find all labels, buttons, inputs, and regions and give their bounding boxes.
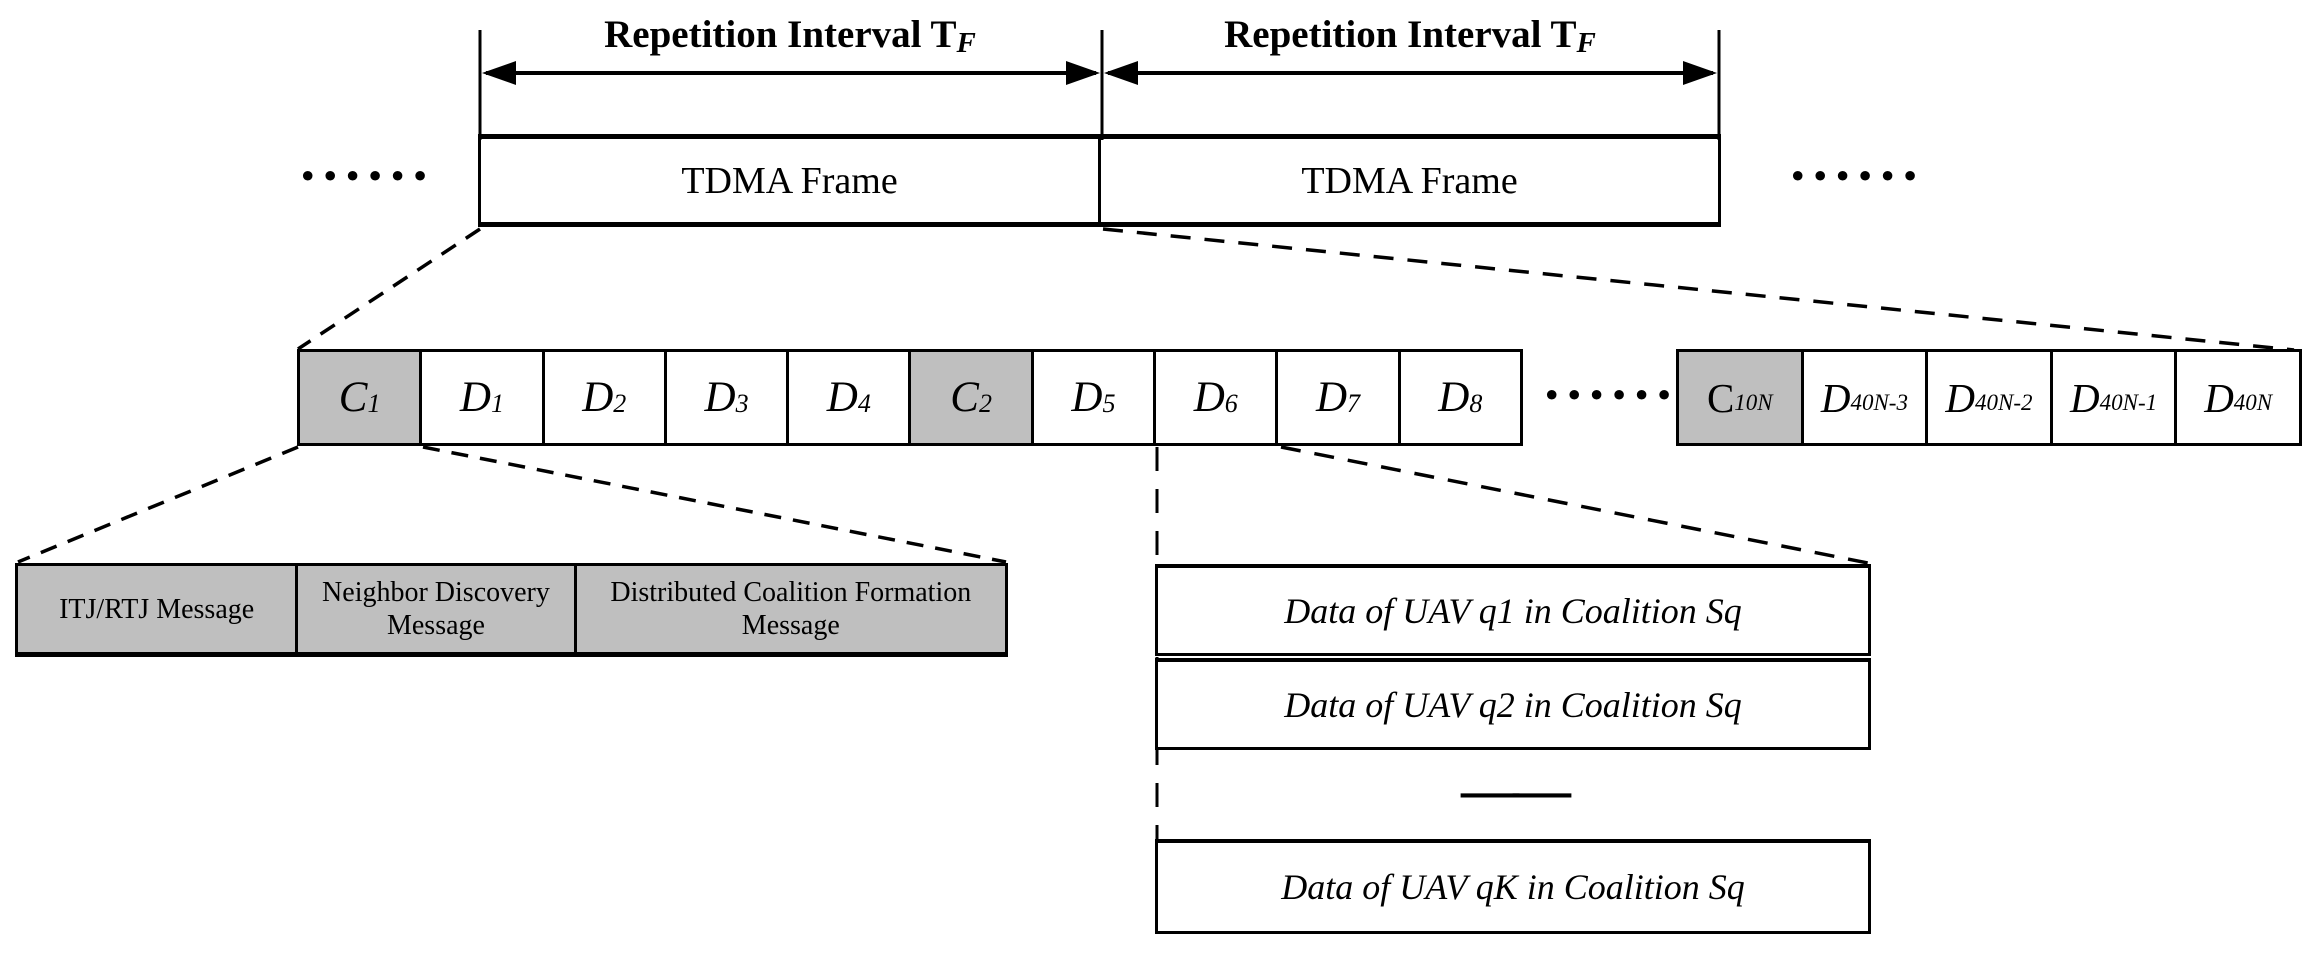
control-cell-itj-rtj: ITJ/RTJ Message [18, 566, 299, 652]
slot-D1-subscript: 1 [490, 388, 504, 418]
repetition-interval-text-2: Repetition Interval T [1224, 13, 1577, 56]
connector-frame-to-slots-right [1102, 227, 2295, 352]
tdma-frame-box: TDMA Frame TDMA Frame [478, 134, 1721, 227]
data-box-uav-q2: Data of UAV q2 in Coalition Sq [1155, 658, 1871, 750]
slot-D1-letter: D [459, 374, 491, 421]
slot-D40N-2-letter: D [1945, 374, 1976, 421]
slot-C10N-subscript: 10N [1734, 389, 1773, 415]
slot-D8-letter: D [1438, 374, 1470, 421]
tdma-frame-2: TDMA Frame [1301, 159, 1518, 202]
connector-c1-to-controlbox-right [422, 445, 1007, 564]
slot-D5-subscript: 5 [1102, 388, 1116, 418]
slot-D2-subscript: 2 [613, 388, 627, 418]
slot-D4-subscript: 4 [857, 388, 871, 418]
interval-arrow-1-head-left [482, 61, 516, 85]
slot-D2-letter: D [582, 374, 614, 421]
slot-D6-letter: D [1193, 374, 1225, 421]
interval-arrow-2-head-left [1104, 61, 1138, 85]
control-cell-coalition-formation: Distributed Coalition Formation Message [610, 577, 972, 641]
slot-D40N-subscript: 40N [2233, 389, 2273, 415]
data-box-gap-mark: —— [1461, 757, 1571, 822]
slot-D6-subscript: 6 [1224, 388, 1238, 418]
slot-D7-letter: D [1315, 374, 1348, 421]
slot-D8-subscript: 8 [1469, 388, 1483, 418]
connector-frame-to-slots-left [297, 227, 481, 351]
repetition-interval-label-1: Repetition Interval TF [480, 12, 1100, 61]
repetition-interval-text-1: Repetition Interval T [604, 13, 957, 56]
slot-D7-subscript: 7 [1347, 388, 1361, 418]
interval-arrow-1-head-right [1066, 61, 1100, 85]
slot-row-ellipsis: •••••• [1542, 376, 1677, 415]
control-slot-detail-box: ITJ/RTJ Message Neighbor Discovery Messa… [15, 563, 1008, 657]
slot-D40N-1-subscript: 40N-1 [2099, 389, 2158, 415]
repetition-interval-label-2: Repetition Interval TF [1100, 12, 1720, 61]
slot-D4-letter: D [826, 374, 858, 421]
data-box-uav-qK: Data of UAV qK in Coalition Sq [1155, 839, 1871, 934]
slot-D3-subscript: 3 [735, 388, 749, 418]
slot-D40N-1-letter: D [2070, 374, 2100, 421]
slot-D5-letter: D [1071, 374, 1103, 421]
control-cell-neighbor-discovery: Neighbor Discovery Message [298, 566, 577, 652]
frame-row-left-ellipsis: •••••• [298, 157, 433, 196]
interval-arrow-2-head-right [1683, 61, 1717, 85]
tdma-frame-1: TDMA Frame [481, 139, 1101, 222]
repetition-interval-subscript-2: F [1576, 27, 1596, 59]
connector-d6-to-databox-right [1280, 445, 1869, 565]
slot-C2-subscript: 2 [978, 388, 992, 418]
slot-C10N-letter: C [1706, 374, 1735, 421]
repetition-interval-subscript-1: F [956, 27, 976, 59]
slot-C2-letter: C [950, 374, 979, 421]
slot-D40N-3-letter: D [1820, 374, 1851, 421]
slot-C1-letter: C [338, 374, 368, 421]
frame-row-right-ellipsis: •••••• [1788, 157, 1923, 196]
connector-c1-to-controlbox-left [17, 445, 299, 564]
slot-D40N-3-subscript: 40N-3 [1850, 389, 1908, 415]
slot-C1-subscript: 1 [367, 388, 381, 418]
slot-D40N-2-subscript: 40N-2 [1975, 389, 2033, 415]
data-box-uav-q1: Data of UAV q1 in Coalition Sq [1155, 564, 1871, 656]
slot-D3-letter: D [704, 374, 736, 421]
slot-D40N-letter: D [2204, 374, 2234, 421]
